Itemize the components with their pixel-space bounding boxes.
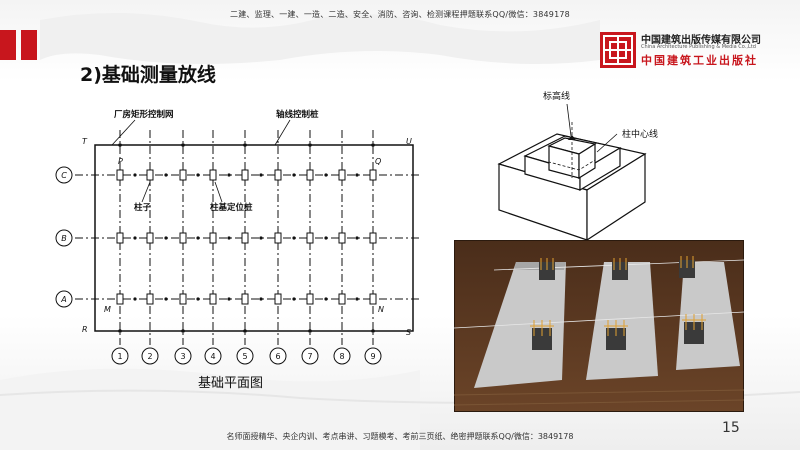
foundation-plan-drawing: C B A 1 2 3 4 5 6 7 8 9 T U R S P Q M N … — [55, 109, 420, 365]
page-number: 15 — [722, 420, 740, 436]
publisher-emblem-icon — [600, 32, 636, 68]
label-control-net: 厂房矩形控制网 — [114, 109, 174, 120]
accent-bar-secondary — [21, 30, 37, 60]
foundation-isometric-drawing: 标高线 柱中心线 — [497, 90, 658, 242]
publisher-logo — [600, 32, 636, 68]
corner-label-s: S — [406, 328, 411, 337]
bottom-banner: 名师面授精华、央企内训、考点串讲、习题模考、考前三页纸、绝密押题联系QQ/微信：… — [226, 432, 574, 441]
column-label-8: 8 — [339, 352, 344, 361]
label-column: 柱子 — [134, 202, 152, 213]
publisher-calligraphy: 中国建筑工业出版社 — [641, 54, 758, 67]
row-label-b: B — [61, 234, 67, 243]
foundation-render-image — [454, 240, 744, 412]
publisher-name-en: China Architecture Publishing & Media Co… — [641, 44, 756, 50]
column-label-5: 5 — [242, 352, 247, 361]
point-label-q: Q — [375, 157, 381, 166]
column-label-9: 9 — [370, 352, 375, 361]
row-label-c: C — [61, 171, 67, 180]
column-label-3: 3 — [180, 352, 185, 361]
column-label-2: 2 — [147, 352, 152, 361]
point-label-p: P — [118, 157, 123, 166]
corner-label-u: U — [406, 137, 412, 146]
corner-label-r: R — [82, 325, 88, 334]
label-center: 柱中心线 — [622, 128, 658, 140]
label-base-stake: 柱基定位桩 — [210, 202, 253, 213]
column-label-6: 6 — [275, 352, 280, 361]
slide-title: 2)基础测量放线 — [80, 64, 216, 86]
label-axis-stake: 轴线控制桩 — [276, 109, 319, 120]
column-label-4: 4 — [210, 352, 215, 361]
plan-caption: 基础平面图 — [198, 376, 264, 391]
publisher-name-cn: 中国建筑出版传媒有限公司 — [641, 35, 761, 46]
column-label-1: 1 — [117, 352, 122, 361]
row-label-a: A — [60, 295, 66, 304]
column-label-7: 7 — [307, 352, 312, 361]
point-label-n: N — [378, 305, 384, 314]
accent-bar — [0, 30, 16, 60]
corner-label-t: T — [82, 137, 88, 146]
point-label-m: M — [104, 305, 111, 314]
label-elevation: 标高线 — [543, 90, 570, 102]
top-banner: 二建、监理、一建、一造、二造、安全、消防、咨询、检测课程押题联系QQ/微信：38… — [230, 10, 570, 19]
